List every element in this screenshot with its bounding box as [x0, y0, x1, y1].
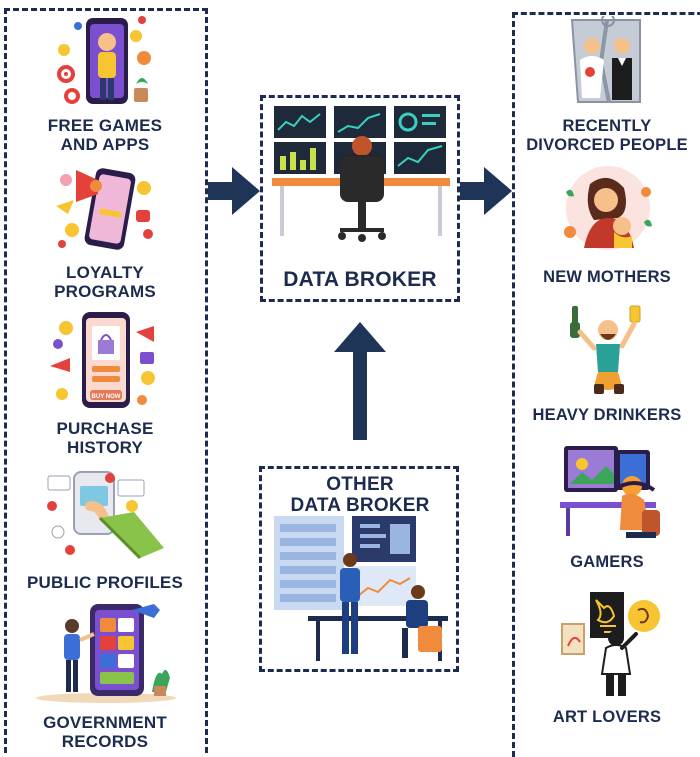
- art-lovers-illustration: [560, 590, 670, 700]
- loyalty-illustration: [50, 162, 160, 257]
- sources-group: [4, 8, 208, 753]
- up-arrow-other-to-broker: [334, 322, 386, 440]
- targets-group: [512, 12, 700, 757]
- gamers-illustration: [556, 440, 666, 542]
- data-broker-box: [260, 95, 460, 302]
- gamers-label: GAMERS: [570, 553, 644, 571]
- divorced-illustration: [568, 16, 644, 108]
- data-broker-illustration: [268, 100, 454, 260]
- public-profiles-label: PUBLIC PROFILES: [26, 573, 183, 592]
- government-illustration: [28, 602, 178, 706]
- new-mothers-label: NEW MOTHERS: [543, 268, 671, 286]
- free-games-illustration: [50, 14, 160, 112]
- buy-now-button-text: BUY NOW: [92, 394, 121, 400]
- heavy-drinkers-label: HEAVY DRINKERS: [532, 406, 682, 424]
- heavy-drinkers-illustration: [568, 300, 648, 400]
- art-lovers-label: ART LOVERS: [552, 708, 662, 726]
- other-data-broker-box: [259, 466, 459, 672]
- new-mothers-illustration: [560, 162, 656, 256]
- data-broker-label: DATA BROKER: [283, 268, 437, 291]
- right-arrow-broker-to-targets: [460, 167, 512, 215]
- other-data-broker-illustration: [268, 514, 452, 666]
- purchase-illustration: BUY NOW: [44, 310, 168, 412]
- right-arrow-sources-to-broker: [208, 167, 260, 215]
- public-profiles-illustration: [40, 466, 166, 564]
